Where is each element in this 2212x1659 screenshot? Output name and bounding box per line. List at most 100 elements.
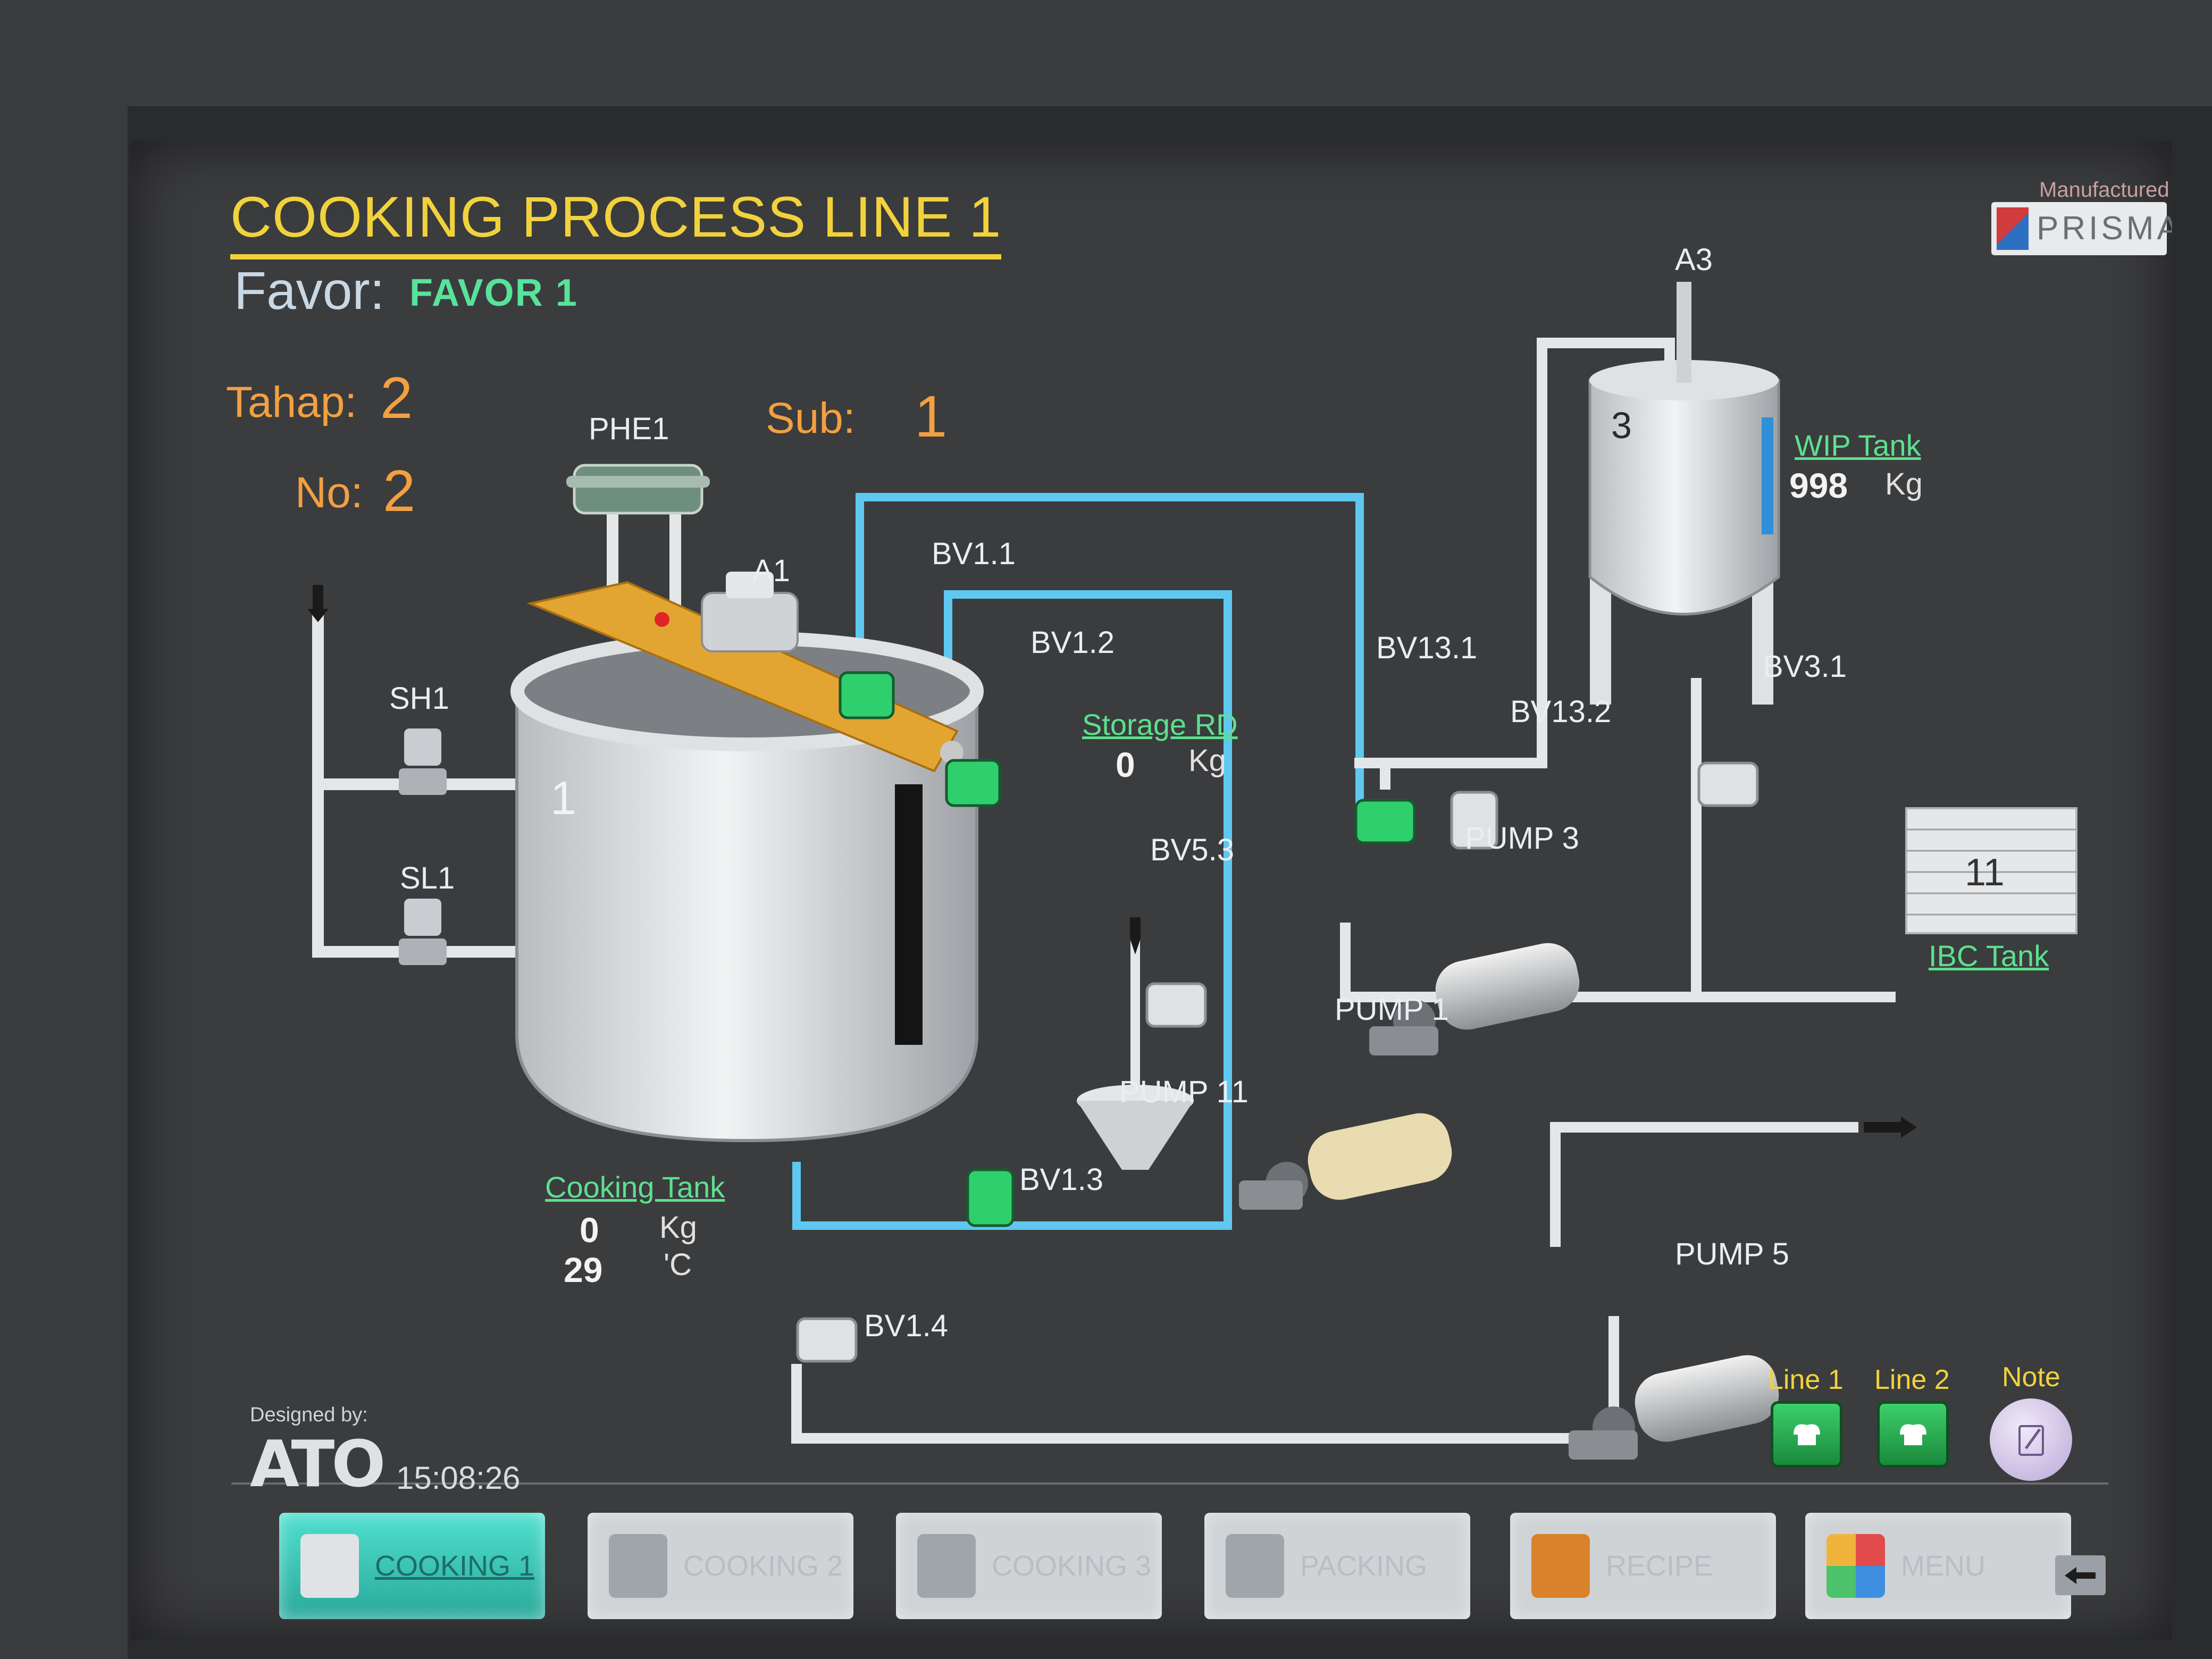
nav-packing[interactable]: PACKING <box>1204 1513 1470 1619</box>
valve-bv5-3 <box>1145 982 1207 1028</box>
tahap-value: 2 <box>380 365 413 431</box>
pump-5-graphic <box>1569 1355 1779 1460</box>
cooking-tank-weight-unit: Kg <box>659 1210 697 1245</box>
tahap-label: Tahap: <box>226 378 357 426</box>
cooking-tank-icon <box>609 1534 667 1598</box>
label-phe1: PHE1 <box>589 412 669 446</box>
label-a1: A1 <box>752 554 790 588</box>
ato-logo: ATO <box>250 1428 386 1502</box>
favor-label: Favor: <box>234 261 385 321</box>
line-1-button[interactable] <box>1771 1401 1842 1468</box>
label-bv1-3: BV1.3 <box>1019 1162 1103 1197</box>
valve-bv1-4 <box>796 1317 858 1363</box>
monitor-bezel-left <box>0 0 128 1659</box>
hmi-screen: COOKING PROCESS LINE 1 Favor: FAVOR 1 Ta… <box>130 141 2172 1640</box>
label-bv5-3: BV5.3 <box>1150 833 1234 867</box>
manufactured-by-label: Manufactured by: <box>2039 178 2172 202</box>
ibc-tank-link[interactable]: IBC Tank <box>1929 939 2049 973</box>
outlet-arrow-right <box>1864 1117 1917 1138</box>
pen-note-icon <box>2018 1425 2044 1456</box>
note-button[interactable] <box>1990 1398 2072 1481</box>
cooking-tank-icon <box>300 1534 359 1598</box>
prisma-logo-text: PRISMA <box>2037 210 2172 247</box>
label-pump-11: PUMP 11 <box>1119 1075 1249 1109</box>
label-bv13-1: BV13.1 <box>1376 631 1478 665</box>
cooking-tank-number: 1 <box>550 772 576 824</box>
wip-tank-number: 3 <box>1611 405 1632 446</box>
chef-hat-icon <box>1899 1423 1926 1445</box>
pump-11-graphic <box>1239 1180 1303 1210</box>
nav-cooking-1[interactable]: COOKING 1 <box>279 1513 545 1619</box>
ibc-tank-number: 11 <box>1965 851 2005 894</box>
valve-bv1-1 <box>839 671 895 719</box>
label-bv1-4: BV1.4 <box>864 1309 948 1343</box>
sl1-sensor <box>399 899 447 965</box>
nav-label: COOKING 1 <box>375 1550 535 1582</box>
cooking-tank-weight: 0 <box>580 1210 599 1250</box>
storage-rd-weight-unit: Kg <box>1188 743 1226 778</box>
valve-bv1-2 <box>945 759 1001 807</box>
storage-rd-link[interactable]: Storage RD <box>1082 708 1238 741</box>
no-value: 2 <box>383 458 416 524</box>
menu-grid-icon <box>1826 1534 1885 1598</box>
label-bv1-2: BV1.2 <box>1030 625 1115 660</box>
storage-rd-weight: 0 <box>1116 745 1135 784</box>
wip-tank-link[interactable]: WIP Tank <box>1795 429 1921 462</box>
nav-cooking-2[interactable]: COOKING 2 <box>588 1513 853 1619</box>
label-a3: A3 <box>1675 242 1713 277</box>
valve-bv13-2 <box>1450 791 1498 850</box>
vent-arrow-left <box>307 585 329 622</box>
cooking-tank-temp: 29 <box>564 1250 603 1289</box>
nav-menu[interactable]: MENU <box>1805 1513 2071 1619</box>
label-sh1: SH1 <box>389 681 449 716</box>
wip-tank-weight-unit: Kg <box>1885 467 1923 501</box>
pump-3-graphic <box>1369 943 1580 1055</box>
label-pump-1: PUMP 1 <box>1335 992 1449 1027</box>
no-label: No: <box>295 468 363 517</box>
back-arrow-icon <box>2064 1566 2096 1584</box>
valve-bv13-1 <box>1354 799 1416 844</box>
monitor-bezel-top <box>0 0 2212 106</box>
nav-cooking-3[interactable]: COOKING 3 <box>896 1513 1162 1619</box>
process-diagram <box>231 282 2108 1485</box>
nav-label: COOKING 3 <box>992 1550 1152 1582</box>
prisma-logo-mark-icon <box>1997 207 2029 250</box>
page-title: COOKING PROCESS LINE 1 <box>230 183 1002 259</box>
clock: 15:08:26 <box>396 1460 521 1496</box>
label-pump-5: PUMP 5 <box>1675 1237 1789 1271</box>
label-bv13-2: BV13.2 <box>1510 694 1612 729</box>
prisma-logo: PRISMA <box>1991 202 2172 255</box>
sub-label: Sub: <box>766 394 856 442</box>
label-sl1: SL1 <box>400 861 455 895</box>
nav-label: COOKING 2 <box>683 1550 843 1582</box>
cooking-tank-link[interactable]: Cooking Tank <box>545 1170 725 1204</box>
back-button[interactable] <box>2055 1555 2106 1595</box>
pipe-white-right <box>791 338 1896 1444</box>
line-1-label: Line 1 <box>1768 1364 1844 1395</box>
packing-machine-icon <box>1226 1534 1284 1598</box>
label-pump-3: PUMP 3 <box>1465 821 1579 856</box>
sub-value: 1 <box>915 384 948 449</box>
cooking-tank-graphic <box>510 572 984 1143</box>
nav-label: RECIPE <box>1606 1550 1713 1582</box>
nav-recipe[interactable]: RECIPE <box>1510 1513 1776 1619</box>
designed-by-label: Designed by: <box>250 1404 368 1426</box>
label-bv3-1: BV3.1 <box>1763 649 1847 684</box>
nav-label: PACKING <box>1300 1550 1428 1582</box>
note-label: Note <box>2002 1362 2060 1393</box>
cooking-tank-icon <box>917 1534 976 1598</box>
nav-label: MENU <box>1901 1550 1985 1582</box>
wip-tank-weight: 998 <box>1789 466 1848 505</box>
sh1-sensor <box>399 728 447 795</box>
line-2-label: Line 2 <box>1874 1364 1950 1395</box>
line-2-button[interactable] <box>1877 1401 1949 1468</box>
favor-value: FAVOR 1 <box>409 272 578 314</box>
valve-bv1-3 <box>966 1168 1015 1227</box>
ibc-tank-graphic <box>1905 807 2077 934</box>
label-bv1-1: BV1.1 <box>932 537 1016 571</box>
valve-bv3-1 <box>1697 761 1759 807</box>
phe1-graphic <box>566 464 710 515</box>
wip-tank-graphic <box>1588 282 1780 705</box>
chef-hat-icon <box>1793 1423 1820 1445</box>
cooking-tank-temp-unit: 'C <box>664 1247 692 1282</box>
